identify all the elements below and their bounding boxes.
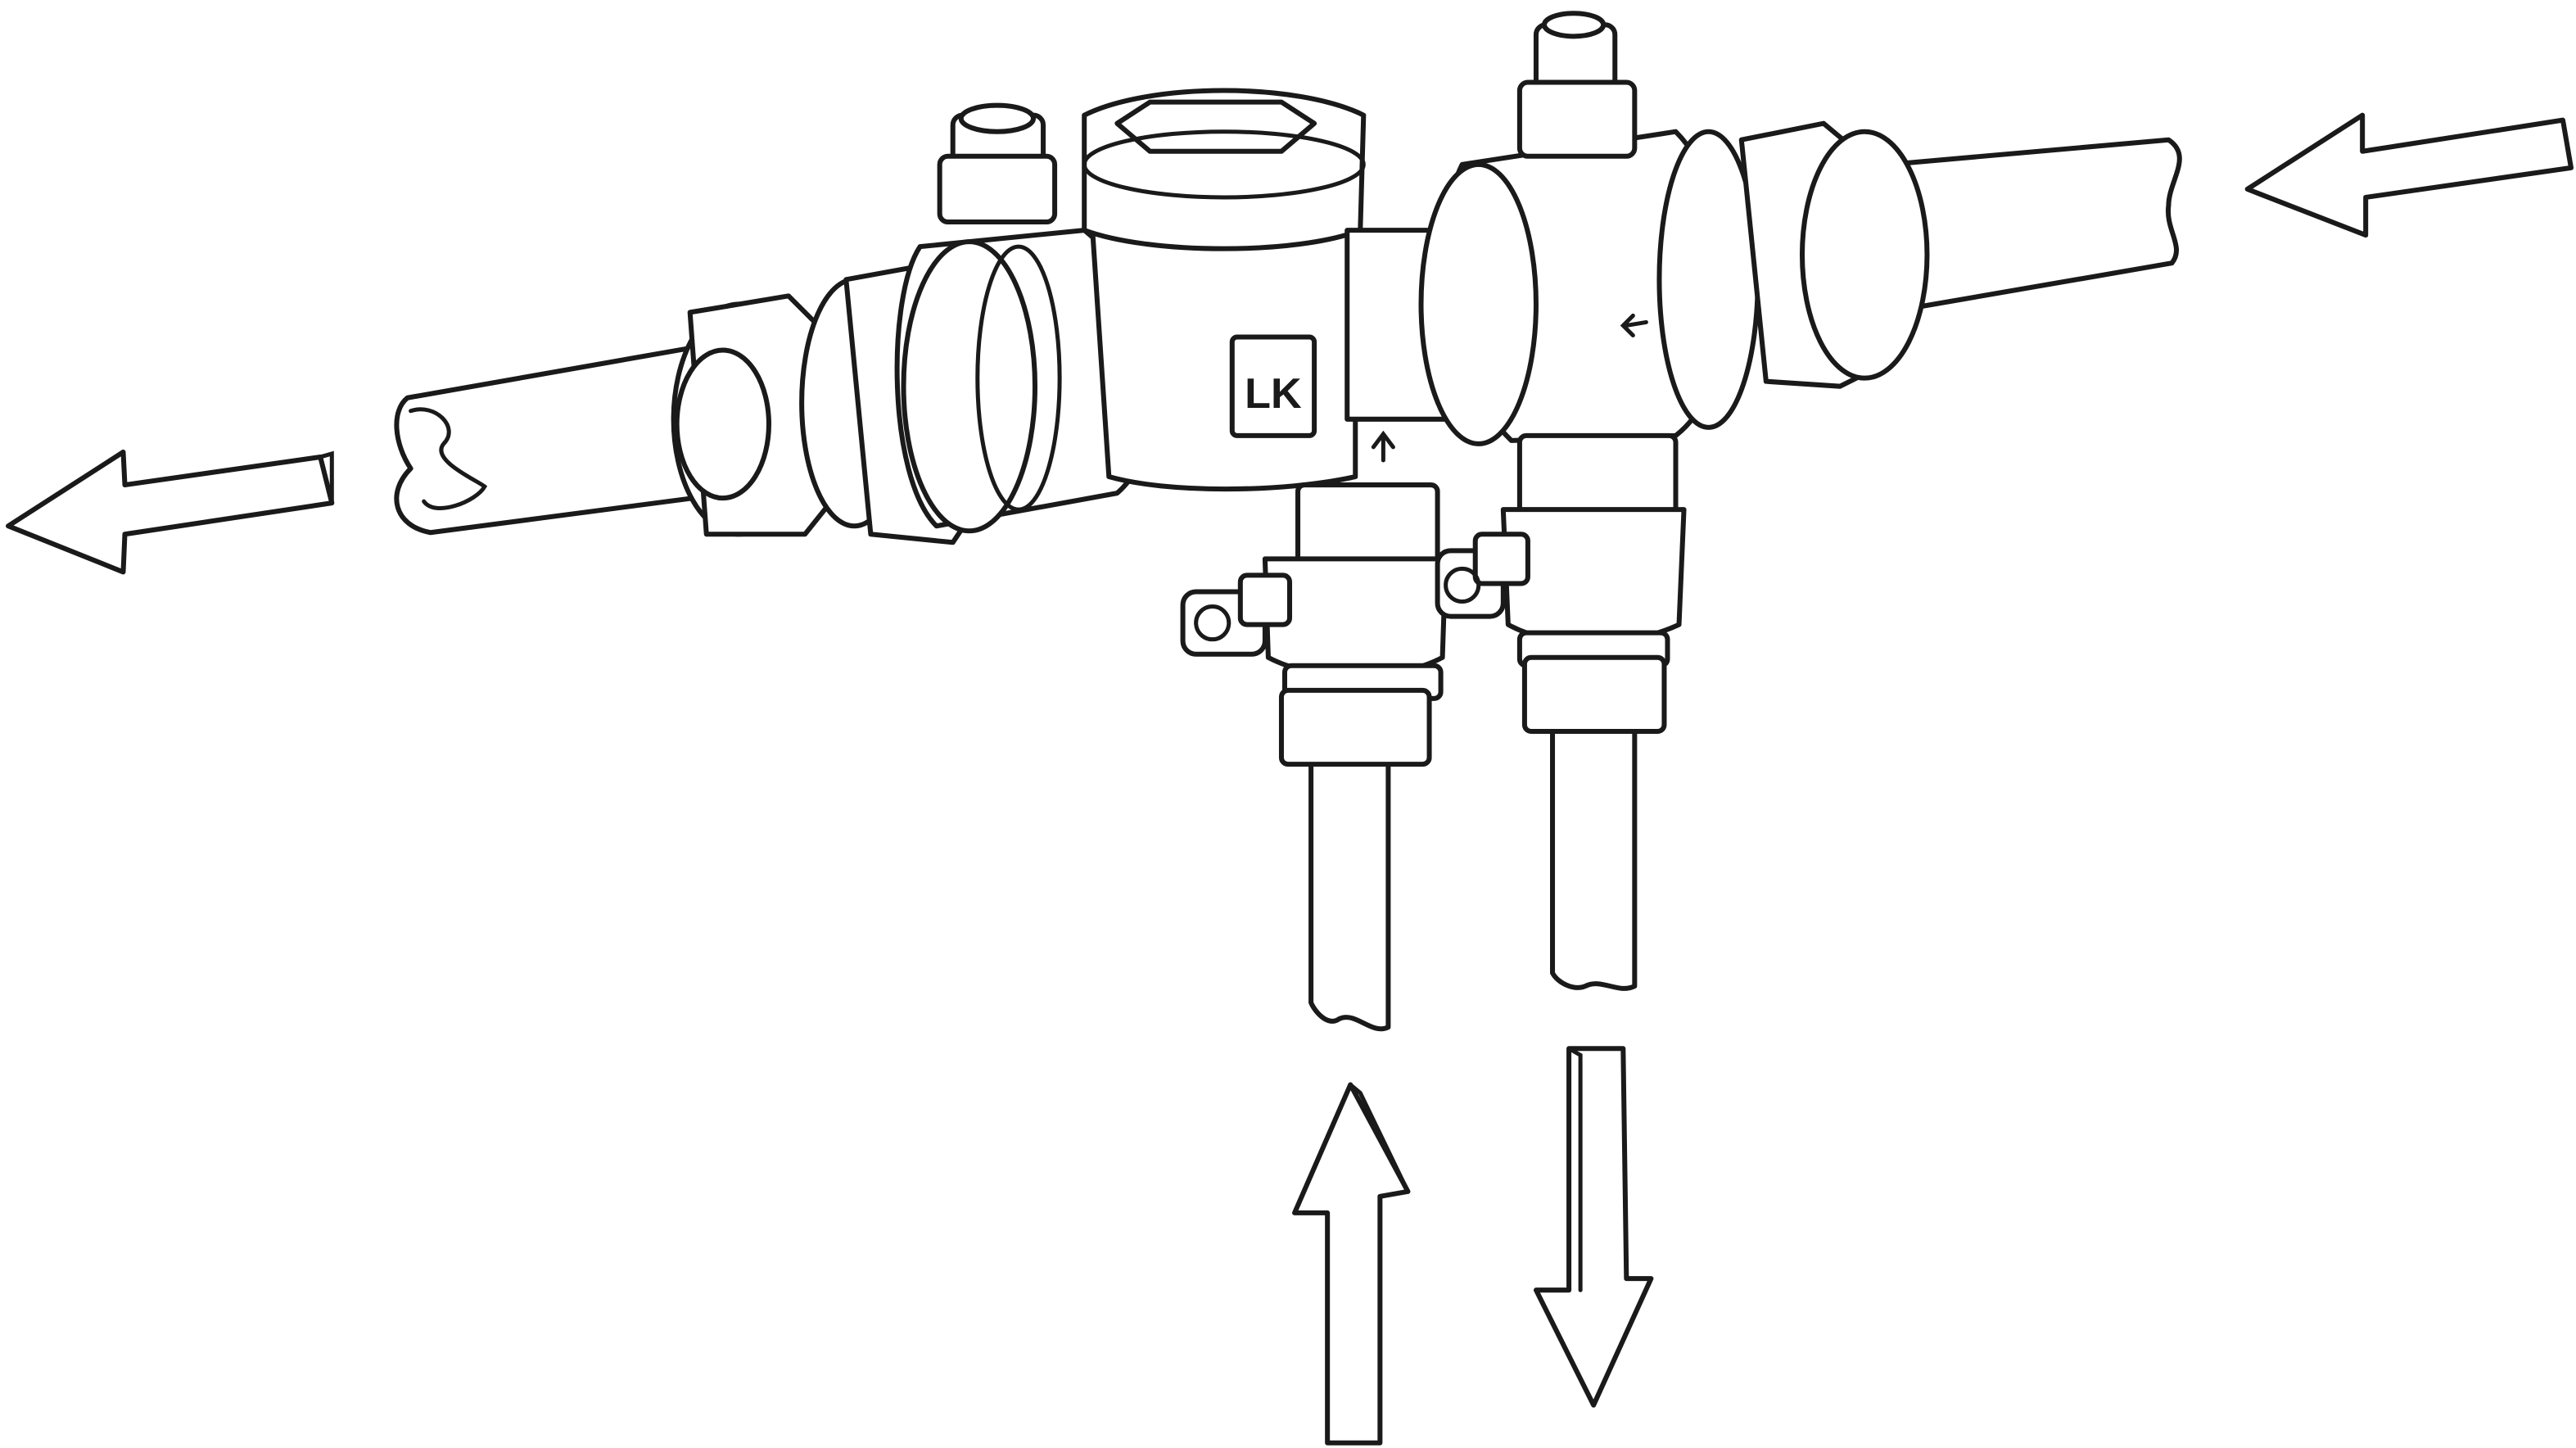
left-coupling — [671, 260, 988, 545]
arrow-inlet-right — [2244, 112, 2574, 238]
arrow-outlet-left — [6, 449, 335, 575]
branch-valve-left — [1180, 482, 1448, 767]
arrow-branch-down — [1533, 1046, 1654, 1408]
pipe-branch-left — [1308, 753, 1391, 1032]
arrow-branch-up — [1292, 1082, 1411, 1446]
lk-logo: LK — [1229, 334, 1317, 438]
pipe-branch-right — [1550, 720, 1638, 991]
branch-valve-right — [1435, 432, 1687, 735]
pipe-left — [394, 342, 734, 536]
right-ball-valve — [1418, 11, 1930, 446]
svg-text:LK: LK — [1245, 370, 1302, 418]
left-ball-valve — [894, 102, 1157, 534]
pipe-right — [1887, 137, 2182, 312]
